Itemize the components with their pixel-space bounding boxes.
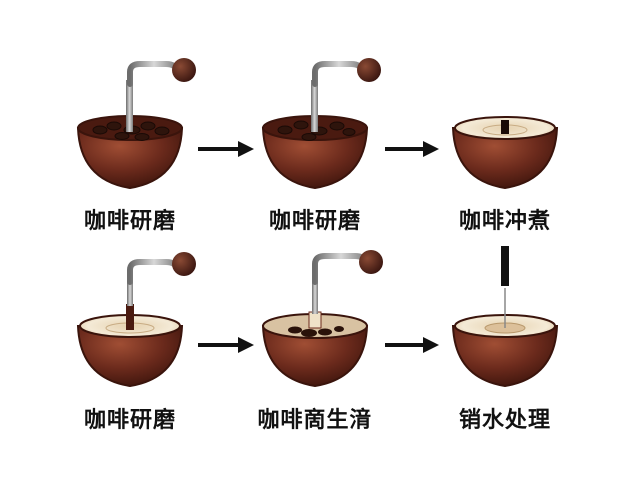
- step-3-label: 咖啡冲煮: [458, 209, 551, 234]
- step-2-illustration: [261, 58, 381, 190]
- coffee-beans: [277, 120, 356, 141]
- arrow-step1-to-step2: [198, 141, 254, 157]
- line-step3-to-step6: [501, 246, 509, 286]
- step-5-label: 咖啡啇生湇: [257, 408, 373, 433]
- step-6-illustration: [451, 288, 559, 388]
- step-1-illustration: [76, 58, 196, 190]
- step-3-illustration: [451, 116, 559, 190]
- step-5-illustration: [261, 250, 383, 388]
- step-2-label: 咖啡研磨: [268, 209, 361, 234]
- step-6-label: 销水处理: [458, 408, 551, 433]
- step-4-label: 咖啡研磨: [83, 408, 176, 433]
- step-4-illustration: [76, 252, 196, 388]
- step-1-label: 咖啡研磨: [83, 209, 176, 234]
- arrow-step5-to-step6: [385, 337, 439, 353]
- arrow-step2-to-step3: [385, 141, 439, 157]
- arrow-step4-to-step5: [198, 337, 254, 353]
- coffee-grounds: [288, 326, 344, 337]
